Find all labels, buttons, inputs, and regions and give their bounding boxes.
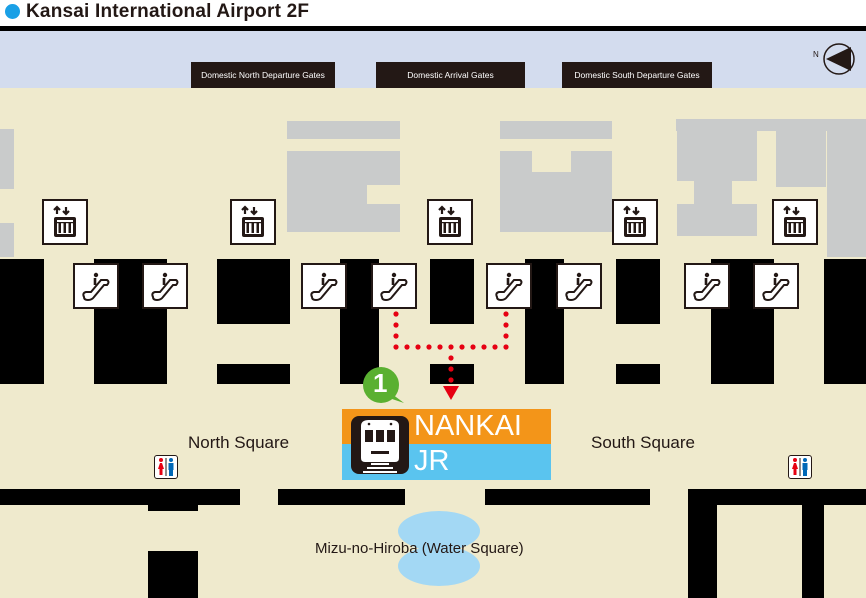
wall-block xyxy=(616,364,660,384)
gate-label-north-departure: Domestic North Departure Gates xyxy=(191,62,335,88)
water-square-label: Mizu-no-Hiroba (Water Square) xyxy=(315,540,524,557)
nankai-label: NANKAI xyxy=(414,410,522,442)
wall-block xyxy=(802,505,824,598)
escalator-icon[interactable] xyxy=(73,263,119,309)
shop-area xyxy=(287,121,400,139)
elevator-icon[interactable] xyxy=(772,199,818,245)
wall-block xyxy=(217,364,290,384)
compass-label: N xyxy=(813,50,819,59)
elevator-icon[interactable] xyxy=(230,199,276,245)
water-pond xyxy=(398,511,480,551)
wall-block xyxy=(430,364,474,384)
shop-area xyxy=(677,204,757,236)
wall-block xyxy=(688,505,717,598)
shop-area xyxy=(0,223,14,257)
wall-block xyxy=(148,551,198,598)
jr-label: JR xyxy=(414,445,450,477)
station-marker xyxy=(363,367,404,403)
shop-area xyxy=(532,172,612,232)
wall-block xyxy=(278,489,405,505)
shop-area xyxy=(676,119,866,131)
elevator-icon[interactable] xyxy=(427,199,473,245)
wall-block xyxy=(688,489,866,505)
restroom-icon[interactable] xyxy=(154,455,178,479)
wall-block xyxy=(616,259,660,324)
north-square-label: North Square xyxy=(188,433,290,452)
escalator-icon[interactable] xyxy=(371,263,417,309)
shop-area xyxy=(571,151,612,176)
train-icon xyxy=(351,416,409,474)
escalator-icon[interactable] xyxy=(486,263,532,309)
wall-block xyxy=(824,259,866,384)
north-arrow-icon xyxy=(823,43,855,75)
shop-area xyxy=(776,131,826,187)
wall-block xyxy=(148,505,198,511)
location-marker-icon xyxy=(5,4,20,19)
elevator-icon[interactable] xyxy=(612,199,658,245)
escalator-icon[interactable] xyxy=(556,263,602,309)
south-square-label: South Square xyxy=(591,433,695,452)
shop-area xyxy=(500,151,532,232)
page-title: Kansai International Airport 2F xyxy=(26,1,310,22)
station-marker-number: 1 xyxy=(373,368,388,398)
title-bar xyxy=(0,0,866,26)
wall-block xyxy=(217,259,290,324)
wall-block xyxy=(0,259,44,384)
wall-block xyxy=(0,489,240,505)
wall-block xyxy=(430,259,474,324)
restroom-icon[interactable] xyxy=(788,455,812,479)
shop-area xyxy=(500,121,612,139)
wall-block xyxy=(485,489,650,505)
shop-area xyxy=(287,204,400,232)
shop-area xyxy=(677,131,757,181)
shop-area xyxy=(0,129,14,189)
water-pond xyxy=(398,546,480,586)
station-sign[interactable]: NANKAI JR xyxy=(342,409,551,480)
shop-area xyxy=(287,151,400,185)
escalator-icon[interactable] xyxy=(142,263,188,309)
divider xyxy=(0,26,866,31)
gate-label-arrival: Domestic Arrival Gates xyxy=(376,62,525,88)
shop-area xyxy=(827,131,866,257)
elevator-icon[interactable] xyxy=(42,199,88,245)
shop-area xyxy=(694,181,732,204)
escalator-icon[interactable] xyxy=(753,263,799,309)
escalator-icon[interactable] xyxy=(684,263,730,309)
gate-label-south-departure: Domestic South Departure Gates xyxy=(562,62,712,88)
route-path xyxy=(393,311,509,400)
escalator-icon[interactable] xyxy=(301,263,347,309)
